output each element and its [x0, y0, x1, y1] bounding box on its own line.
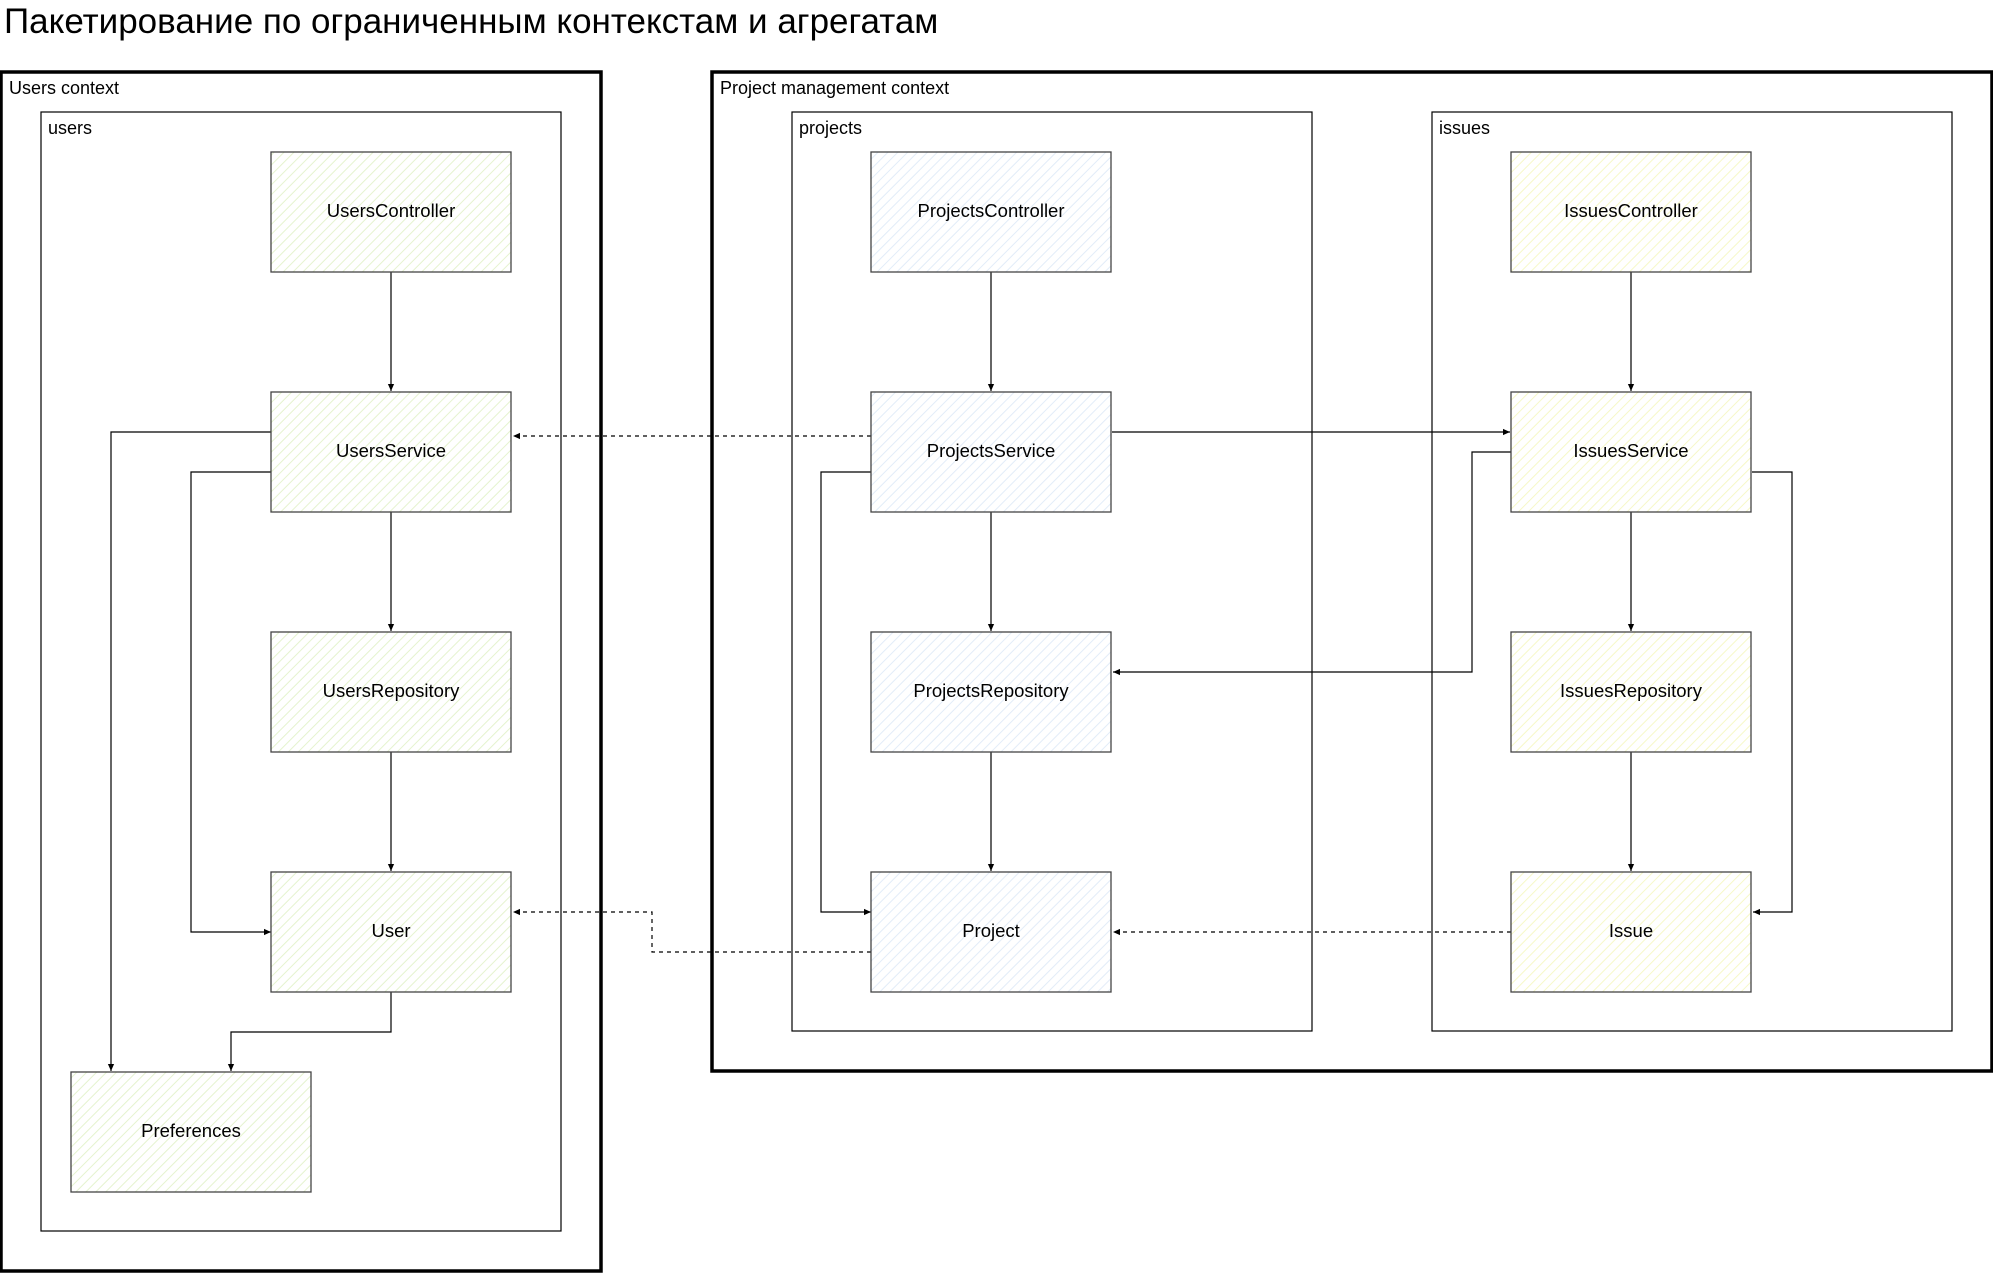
node-issue-label: Issue: [1609, 920, 1653, 941]
node-issuesrepository-label: IssuesRepository: [1560, 680, 1703, 701]
edge-project-user: [513, 908, 871, 953]
users-context-label: Users context: [9, 78, 119, 98]
project-management-context-label: Project management context: [720, 78, 949, 98]
node-preferences-label: Preferences: [141, 1120, 241, 1141]
nodes: UsersController UsersService UsersReposi…: [70, 151, 1752, 1193]
package-users-label: users: [48, 118, 92, 138]
node-user-label: User: [371, 920, 410, 941]
diagram-title: Пакетирование по ограниченным контекстам…: [4, 2, 938, 41]
node-projectscontroller[interactable]: ProjectsController: [870, 151, 1112, 273]
package-projects-label: projects: [799, 118, 862, 138]
node-projectsrepository-label: ProjectsRepository: [913, 680, 1069, 701]
edges: [107, 272, 1793, 1071]
node-issuescontroller[interactable]: IssuesController: [1510, 151, 1752, 273]
package-issues: issues: [1431, 111, 1953, 1032]
package-issues-label: issues: [1439, 118, 1490, 138]
node-project[interactable]: Project: [870, 871, 1112, 993]
node-usersservice-label: UsersService: [336, 440, 446, 461]
node-issue[interactable]: Issue: [1510, 871, 1752, 993]
node-usersrepository[interactable]: UsersRepository: [270, 631, 512, 753]
node-usersrepository-label: UsersRepository: [323, 680, 460, 701]
edge-user-preferences: [227, 992, 392, 1071]
edge-issuesservice-issue: [1752, 471, 1793, 916]
node-issuesrepository[interactable]: IssuesRepository: [1510, 631, 1752, 753]
edge-projectsservice-project: [820, 471, 871, 916]
node-user[interactable]: User: [270, 871, 512, 993]
node-preferences[interactable]: Preferences: [70, 1071, 312, 1193]
node-projectsservice-label: ProjectsService: [927, 440, 1056, 461]
node-projectsservice[interactable]: ProjectsService: [870, 391, 1112, 513]
node-issuesservice[interactable]: IssuesService: [1510, 391, 1752, 513]
node-userscontroller[interactable]: UsersController: [270, 151, 512, 273]
project-management-context: Project management context: [710, 70, 1993, 1073]
node-usersservice[interactable]: UsersService: [270, 391, 512, 513]
edge-usersservice-user: [190, 471, 271, 936]
node-projectsrepository[interactable]: ProjectsRepository: [870, 631, 1112, 753]
node-projectscontroller-label: ProjectsController: [917, 200, 1064, 221]
package-users: users: [40, 111, 562, 1232]
package-projects: projects: [791, 111, 1313, 1032]
edge-usersservice-preferences: [107, 431, 271, 1071]
node-project-label: Project: [962, 920, 1020, 941]
node-issuescontroller-label: IssuesController: [1564, 200, 1698, 221]
users-context: Users context: [0, 70, 603, 1273]
node-userscontroller-label: UsersController: [327, 200, 456, 221]
node-issuesservice-label: IssuesService: [1573, 440, 1688, 461]
edge-issuesservice-projectsrepository: [1113, 451, 1511, 676]
